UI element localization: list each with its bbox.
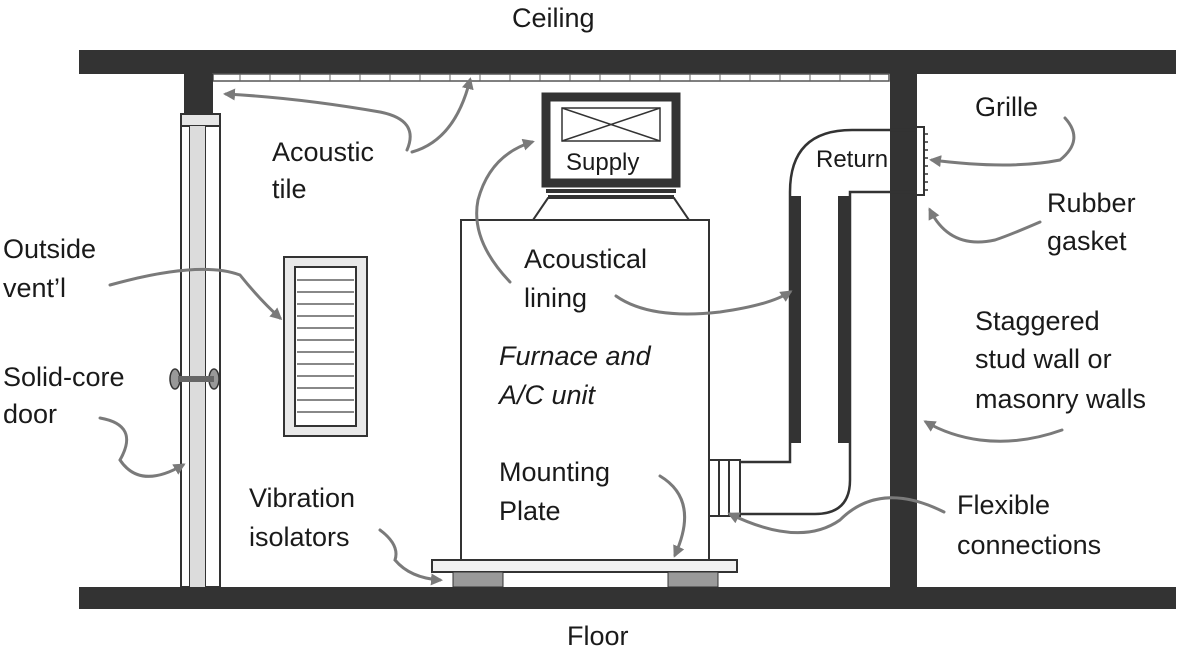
label-vibration-isolators-1: Vibration [249, 483, 355, 513]
label-acoustical-lining-1: Acoustical [524, 244, 647, 274]
floor-slab [79, 587, 1176, 609]
ceiling-slab [79, 50, 1176, 74]
label-staggered-1: Staggered [975, 306, 1100, 336]
label-solid-core-door-1: Solid-core [3, 362, 125, 392]
mounting-plate [431, 559, 738, 573]
arrow-flexible-connections [727, 496, 946, 535]
arrow-acoustic-tile-right [410, 77, 474, 154]
label-outside-vent-1: Outside [3, 234, 96, 264]
arrow-supply [475, 138, 535, 284]
label-return: Return [816, 146, 888, 173]
label-mounting-plate-1: Mounting [499, 457, 610, 487]
label-floor: Floor [567, 621, 629, 651]
label-grille: Grille [975, 92, 1038, 122]
label-staggered-2: stud wall or [975, 344, 1112, 374]
arrow-rubber-gasket [928, 207, 1042, 244]
flexible-connection [708, 459, 741, 517]
left-wall-header [184, 74, 213, 114]
arrow-mounting-plate [658, 474, 687, 558]
vibration-isolator-left [452, 571, 504, 588]
label-rubber-gasket-1: Rubber [1047, 188, 1136, 218]
label-staggered-3: masonry walls [975, 384, 1146, 414]
arrow-vibration-isolators [378, 528, 443, 586]
label-mounting-plate-2: Plate [499, 496, 561, 526]
return-duct [740, 128, 916, 516]
label-furnace-1: Furnace and [499, 341, 652, 371]
label-acoustic-tile-1: Acoustic [272, 137, 374, 167]
label-supply: Supply [566, 149, 639, 176]
vibration-isolator-right [667, 571, 719, 588]
label-vibration-isolators-2: isolators [249, 522, 350, 552]
label-flexible-connections-1: Flexible [957, 490, 1050, 520]
label-acoustic-tile-2: tile [272, 174, 307, 204]
acoustic-tile [212, 73, 890, 82]
right-wall [890, 74, 917, 587]
label-outside-vent-2: vent’l [3, 273, 66, 303]
label-furnace-2: A/C unit [497, 380, 597, 410]
furnace-ac-unit [460, 197, 710, 561]
arrow-staggered-walls [923, 420, 1064, 443]
arrow-solid-core-door [98, 416, 186, 478]
outside-vent-louver [283, 256, 368, 437]
arrow-grille [929, 116, 1076, 168]
label-acoustical-lining-2: lining [524, 283, 587, 313]
arrow-outside-vent [108, 267, 283, 321]
label-ceiling: Ceiling [512, 3, 595, 33]
label-flexible-connections-2: connections [957, 530, 1101, 560]
solid-core-door [169, 113, 221, 588]
arrow-acoustic-tile-left [223, 88, 412, 152]
label-rubber-gasket-2: gasket [1047, 226, 1127, 256]
return-grille [915, 126, 928, 196]
supply-plenum [541, 92, 681, 198]
arrow-acoustical-lining [614, 290, 793, 316]
label-solid-core-door-2: door [3, 399, 57, 429]
